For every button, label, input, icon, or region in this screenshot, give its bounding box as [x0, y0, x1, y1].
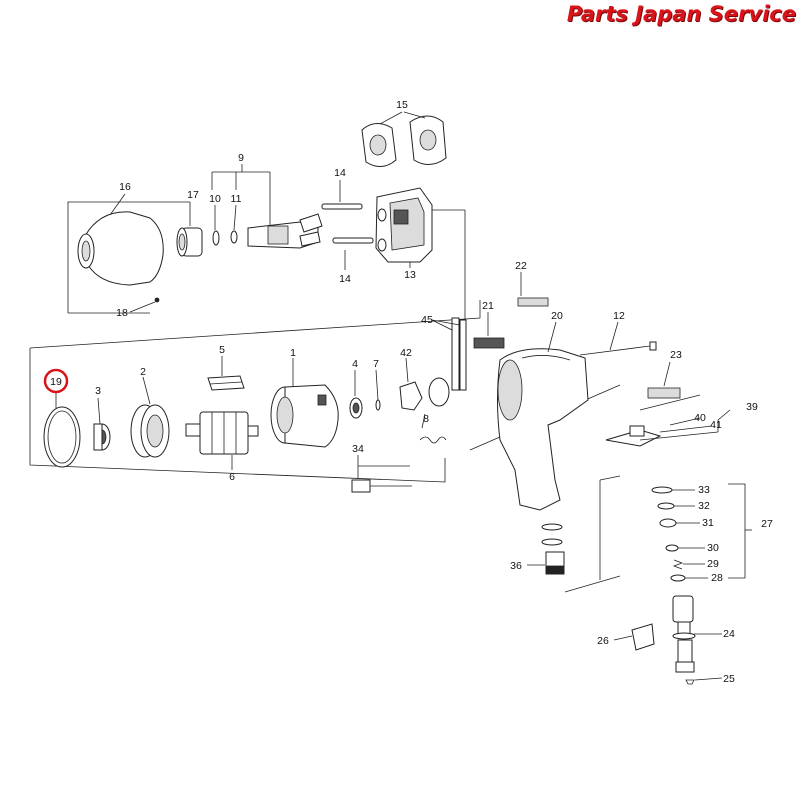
part-7-pin: [375, 399, 381, 411]
part-6-rotor: [185, 411, 259, 455]
part-42-valve: [399, 377, 450, 411]
label-6: 6: [229, 471, 235, 483]
part-25-screw: [685, 679, 695, 685]
part-1-cylinder: [270, 384, 339, 448]
label-5: 5: [219, 344, 225, 356]
label-18: 18: [116, 307, 128, 319]
part-18-screw: [154, 297, 160, 303]
label-29: 29: [707, 558, 719, 570]
air-inlet-stack: [651, 486, 686, 582]
label-31: 31: [702, 517, 714, 529]
label-27: 27: [761, 518, 773, 530]
part-14-pins: [321, 203, 374, 244]
part-16-boot: [77, 211, 164, 286]
label-22: 22: [515, 260, 527, 272]
part-23-label: [647, 387, 681, 399]
label-34: 34: [352, 443, 364, 455]
label-9: 9: [238, 152, 244, 164]
label-14-top: 14: [334, 167, 346, 179]
label-17: 17: [187, 189, 199, 201]
label-1: 1: [290, 347, 296, 359]
upper-group-frame: [29, 201, 481, 349]
part-4-bearing: [349, 397, 363, 419]
label-24: 24: [723, 628, 735, 640]
part-36-bushing: [541, 523, 565, 575]
highlight-circle: [43, 368, 69, 394]
label-23: 23: [670, 349, 682, 361]
label-7: 7: [373, 358, 379, 370]
label-12: 12: [613, 310, 625, 322]
label-25: 25: [723, 673, 735, 685]
label-28: 28: [711, 572, 723, 584]
label-20: 20: [551, 310, 563, 322]
part-19-o-ring: [43, 406, 81, 468]
label-8: 8: [423, 413, 429, 425]
part-26-clip: [631, 623, 655, 651]
label-42: 42: [400, 347, 412, 359]
label-30: 30: [707, 542, 719, 554]
label-16: 16: [119, 181, 131, 193]
part-8-spring: [419, 436, 447, 444]
part-40-regulator: [605, 425, 713, 447]
part-2-end-plate: [130, 404, 170, 458]
label-2: 2: [140, 366, 146, 378]
part-17-bush: [176, 227, 203, 257]
part-5-blades: [207, 375, 245, 391]
leader-lines: [55, 111, 752, 681]
label-26: 26: [597, 635, 609, 647]
part-34-throttle: [351, 479, 412, 493]
part-13-hammer-cage: [375, 187, 433, 263]
label-21: 21: [482, 300, 494, 312]
label-36: 36: [510, 560, 522, 572]
part-21-label: [473, 337, 505, 349]
part-45-handle-plate: [451, 317, 467, 391]
part-3-bearing: [93, 423, 111, 451]
brand-logo: Parts Japan Service: [566, 2, 796, 26]
label-39: 39: [746, 401, 758, 413]
label-33: 33: [698, 484, 710, 496]
label-15: 15: [396, 99, 408, 111]
part-labels: 15 9 16 17 10 11 14 14 13 18 19 3 2 5 1 …: [50, 99, 773, 685]
label-10: 10: [209, 193, 221, 205]
label-11: 11: [231, 193, 242, 205]
part-22-label: [517, 297, 549, 307]
label-45: 45: [421, 314, 433, 326]
part-9-anvil: [212, 213, 323, 249]
label-32: 32: [698, 500, 710, 512]
part-15-hammers: [361, 115, 447, 167]
label-40: 40: [694, 412, 706, 424]
label-14-bottom: 14: [339, 273, 351, 285]
part-20-housing: [497, 348, 589, 511]
lower-group-frame: [29, 348, 701, 483]
label-4: 4: [352, 358, 358, 370]
label-13: 13: [404, 269, 416, 281]
label-41: 41: [710, 419, 722, 431]
label-3: 3: [95, 385, 101, 397]
part-24-air-inlet: [672, 595, 696, 673]
part-12-bolt: [579, 341, 657, 356]
label-19: 19: [50, 376, 62, 388]
